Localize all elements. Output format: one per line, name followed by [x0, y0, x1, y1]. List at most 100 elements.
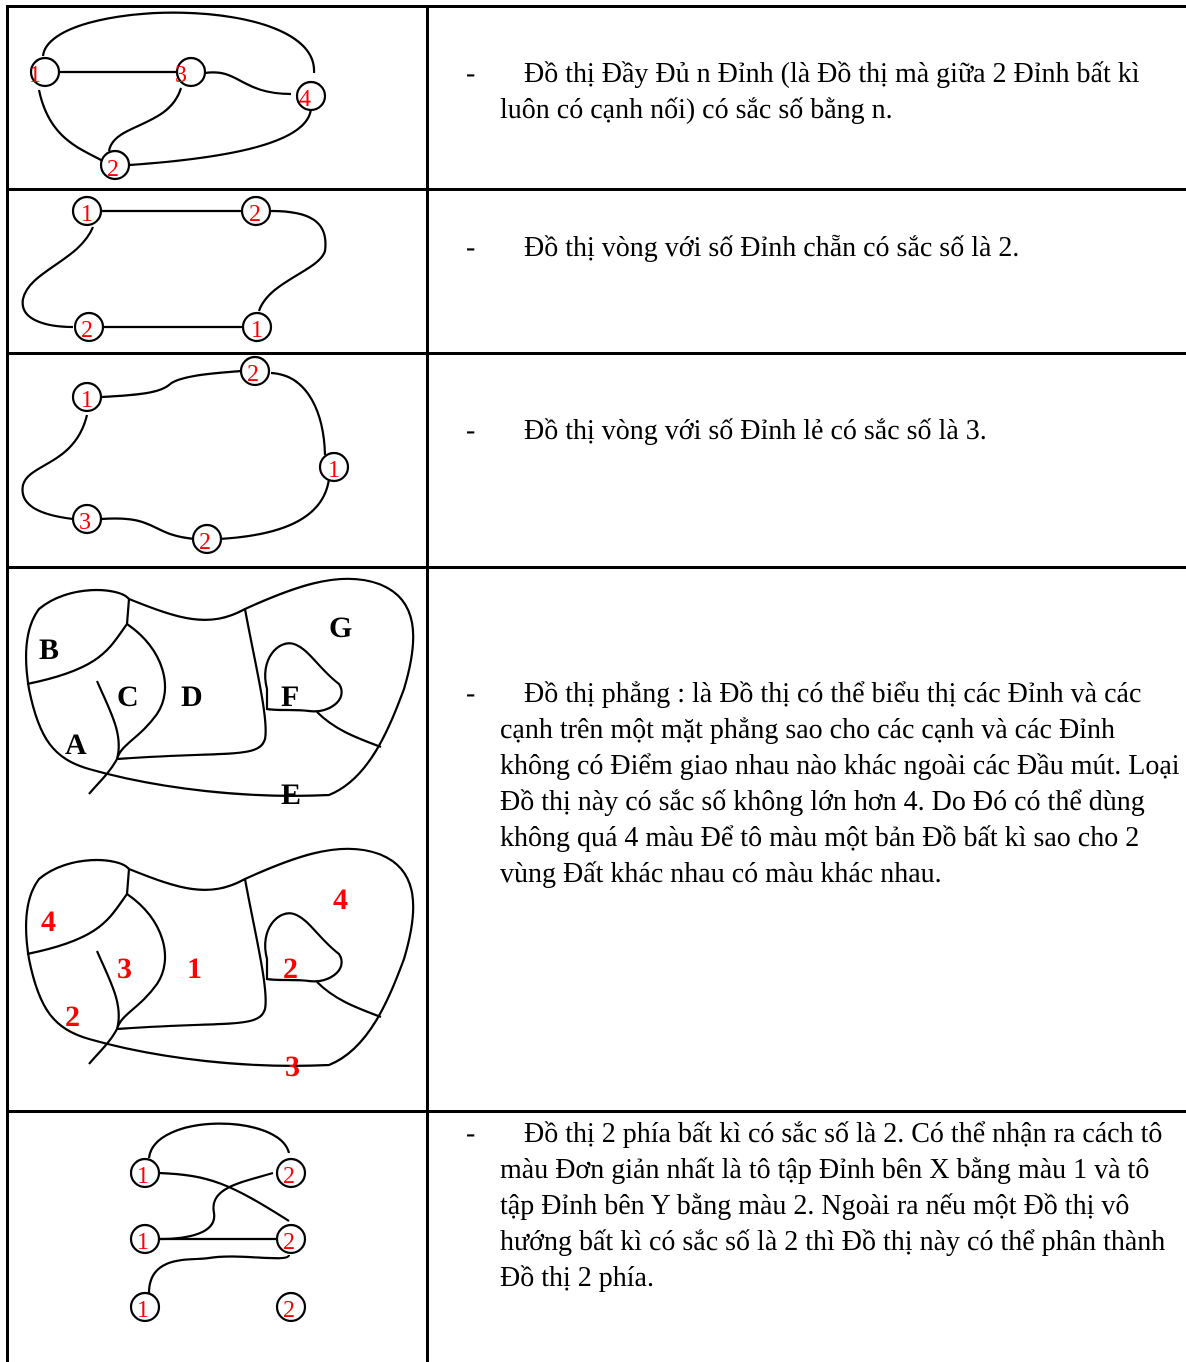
graph-vertex: [71, 381, 103, 413]
bullet-dash: -: [466, 58, 476, 89]
planar-map-diagram: B C D A F G E 4 3 1: [24, 577, 415, 1083]
vertex-label: 1: [81, 201, 93, 227]
region-label: C: [117, 680, 139, 713]
map-border: [316, 981, 382, 1019]
complete-graph-diagram: 1 3 4 2: [29, 11, 327, 182]
graph-vertex: [275, 1223, 307, 1255]
graph-vertex: [295, 80, 327, 112]
vertex-label: 2: [81, 317, 93, 343]
graph-edge: [147, 1253, 291, 1294]
map-lettered: B C D A F G E: [24, 577, 415, 811]
graph-vertex: [129, 1291, 161, 1323]
graph-edge: [37, 89, 102, 161]
map-border: [88, 758, 118, 795]
graph-vertex: [71, 195, 103, 227]
graph-edge: [21, 226, 95, 329]
graph-edge: [100, 517, 196, 541]
graph-vertex: [318, 451, 350, 483]
complete-graph-figure: 1 3 4 2: [9, 8, 426, 188]
region-label: G: [329, 611, 352, 644]
table-border-left: [6, 5, 9, 1362]
bullet-dash: -: [466, 1118, 476, 1149]
table-row-divider: [6, 188, 1186, 191]
vertex-label: 2: [199, 529, 211, 555]
map-border: [115, 893, 166, 1030]
region-color-number: 3: [285, 1050, 300, 1083]
vertex-label: 2: [283, 1297, 295, 1323]
map-colored: 4 3 1 2 2 4 3: [24, 847, 415, 1083]
map-border: [24, 847, 415, 1067]
vertex-label: 1: [29, 62, 41, 88]
vertex-label: 2: [283, 1229, 295, 1255]
graph-edge: [107, 87, 183, 152]
map-border: [125, 598, 131, 625]
graph-edge: [128, 107, 313, 167]
graph-vertex: [191, 523, 223, 555]
odd-cycle-diagram: 1 2 1 2 3: [21, 355, 350, 555]
map-border: [264, 642, 343, 713]
paragraph: Đồ thị Đầy Đủ n Đỉnh (là Đồ thị mà giữa …: [500, 58, 1140, 125]
graph-edge: [204, 71, 292, 96]
paragraph: Đồ thị vòng với số Đỉnh lẻ có sắc số là …: [524, 415, 987, 446]
region-label: D: [181, 680, 203, 713]
graph-edge: [147, 1122, 291, 1159]
map-border: [264, 912, 343, 983]
vertex-label: 4: [299, 86, 311, 112]
graph-vertex: [129, 1157, 161, 1189]
vertex-label: 2: [247, 361, 259, 387]
bipartite-graph-diagram: 1 2 1 2 1 2: [129, 1122, 307, 1323]
vertex-label: 3: [79, 509, 91, 535]
vertex-label: 1: [137, 1163, 149, 1189]
region-color-number: 1: [187, 952, 202, 985]
vertex-label: 2: [249, 201, 261, 227]
region-color-number: 4: [41, 905, 56, 938]
vertex-label: 1: [81, 387, 93, 413]
graph-edge: [270, 371, 327, 456]
region-color-number: 4: [333, 883, 348, 916]
vertex-label: 2: [107, 156, 119, 182]
map-border: [116, 608, 267, 761]
vertex-label: 1: [328, 457, 340, 483]
table-column-divider: [426, 5, 429, 1362]
planar-text: - Đồ thị phẳng : là Đồ thị có thể biểu t…: [466, 676, 1182, 892]
graph-vertex: [71, 503, 103, 535]
table-border-top: [6, 5, 1186, 8]
vertex-label: 1: [137, 1297, 149, 1323]
even-cycle-figure: 1 2 2 1: [9, 191, 426, 352]
bullet-dash: -: [466, 678, 476, 709]
map-border: [116, 878, 267, 1031]
graph-vertex: [29, 56, 61, 88]
map-border: [24, 577, 415, 797]
bullet-dash: -: [466, 415, 476, 446]
region-label: A: [65, 728, 87, 761]
paragraph: Đồ thị 2 phía bất kì có sắc số là 2. Có …: [500, 1118, 1166, 1293]
graph-vertex: [129, 1223, 161, 1255]
vertex-label: 3: [175, 62, 187, 88]
odd-cycle-text: - Đồ thị vòng với số Đỉnh lẻ có sắc số l…: [466, 413, 1182, 449]
region-color-number: 2: [283, 952, 298, 985]
table-row-divider: [6, 566, 1186, 569]
graph-edge: [218, 478, 331, 541]
graph-edge: [100, 369, 242, 399]
map-border: [95, 950, 120, 1030]
complete-graph-text: - Đồ thị Đầy Đủ n Đỉnh (là Đồ thị mà giữ…: [466, 56, 1182, 128]
region-color-number: 2: [65, 1000, 80, 1033]
graph-vertex: [99, 149, 131, 181]
paragraph: Đồ thị vòng với số Đỉnh chẵn có sắc số l…: [524, 232, 1020, 263]
graph-vertex: [240, 195, 272, 227]
graph-vertex: [73, 311, 105, 343]
graph-vertex: [275, 1291, 307, 1323]
graph-vertex: [239, 355, 271, 387]
map-border: [26, 893, 128, 956]
map-border: [95, 680, 120, 760]
vertex-label: 2: [283, 1163, 295, 1189]
region-label: E: [281, 778, 301, 811]
table-row-divider: [6, 1110, 1186, 1113]
graph-vertex: [275, 1157, 307, 1189]
bipartite-graph-figure: 1 2 1 2 1 2: [9, 1113, 426, 1362]
graph-edge: [257, 209, 327, 312]
even-cycle-diagram: 1 2 2 1: [21, 195, 327, 343]
map-border: [26, 623, 128, 686]
map-border: [88, 1028, 118, 1065]
